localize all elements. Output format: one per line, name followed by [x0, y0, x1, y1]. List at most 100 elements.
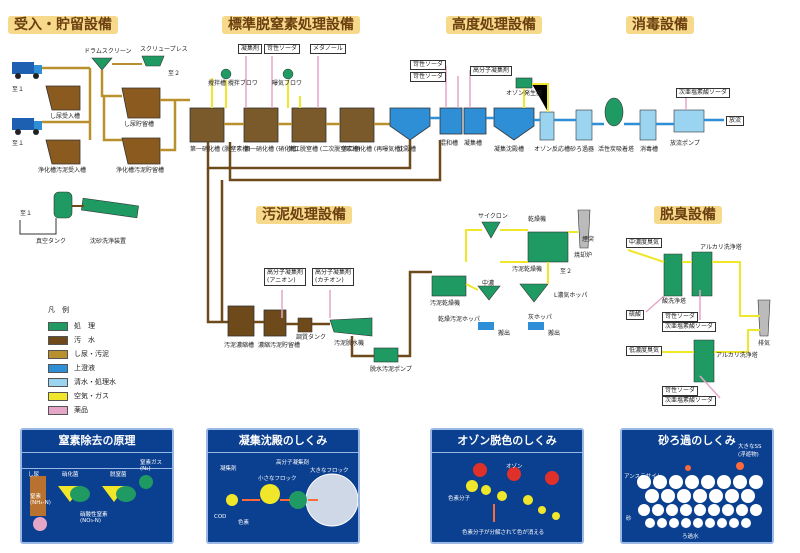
chimney [577, 209, 591, 249]
panel-coagulation: 凝集沈殿のしくみ 凝集剤 小さなフロック 高分子凝集剤 大きなフロック COD … [206, 428, 360, 544]
panel-label: 砂 [626, 516, 632, 522]
panel-label: COD [214, 514, 227, 520]
blower-icon [282, 68, 294, 80]
section-advanced: 高度処理設備 [446, 16, 542, 34]
label-raw-tank: し尿受入槽 [50, 113, 81, 120]
panel-label: し尿 [28, 472, 40, 478]
panel-ozone: オゾン脱色のしくみ 色素分子 オゾン 色素分子が分解されて色が消える [430, 428, 584, 544]
label-joka-tank: 浄化槽汚泥受入槽 [38, 167, 87, 174]
drum-screen [91, 57, 113, 71]
label-sand-washer: 沈砂洗浄装置 [90, 238, 127, 245]
label-drum-screen: ドラムスクリーン [84, 48, 132, 55]
section-deodor: 脱臭設備 [654, 206, 722, 224]
process-flow-diagram [12, 55, 771, 399]
alkali-wash-tower-2 [693, 339, 715, 383]
label-settle: 沈殿槽 [398, 146, 417, 153]
legend-title: 凡 例 [48, 306, 69, 314]
label-mix: 混和槽 [440, 140, 459, 147]
panel-sand-filter: 砂ろ過のしくみ 大きなSS (浮遊物) アンスラサイト 砂 ろ過水 [620, 428, 774, 544]
panel-label: 高分子凝集剤 [276, 460, 310, 466]
legend-label: 汚 水 [74, 336, 95, 344]
exhaust-stack [757, 299, 771, 337]
panel-label: 色素 [238, 520, 250, 526]
label-release: 放流ポンプ [670, 140, 700, 147]
chem-caustic2: 苛性ソーダ [662, 386, 699, 396]
label-ash: 焼却炉 [574, 252, 593, 259]
legend-label: 処 理 [74, 322, 95, 330]
label-to-2b: 至２ [560, 268, 573, 275]
panel-illustration [22, 452, 172, 531]
mix-tank [439, 107, 463, 135]
label-alk-wash2: アルカリ洗浄塔 [716, 352, 758, 359]
alkali-wash-tower [691, 251, 713, 297]
label-cake-pump: 脱水汚泥ポンプ [370, 366, 412, 373]
carbon-tower [604, 97, 624, 127]
panel-label: 小さなフロック [258, 476, 297, 482]
label-from-1c: 至１ [20, 210, 33, 217]
panel-label: オゾン [506, 464, 523, 470]
panel-label: 硝化菌 [62, 472, 79, 478]
chem-caustic1: 苛性ソーダ [662, 312, 699, 322]
chem-hypo2: 次亜塩素酸ソーダ [662, 396, 717, 406]
label-blower2: 曝気ブロワ [272, 80, 303, 87]
label-exhaust: 排気 [758, 340, 771, 347]
section-nitrogen: 標準脱窒素処理設備 [222, 16, 360, 34]
legend-swatch [48, 377, 68, 387]
ash-carrier [528, 322, 544, 330]
panel-label: 硝酸性窒素 (NO₃-N) [80, 512, 108, 524]
legend-item: し尿・汚泥 [48, 347, 116, 361]
label-cake-out2: 搬出 [548, 330, 561, 337]
legend-item: 薬品 [48, 403, 116, 417]
label-carbon: 活性炭吸着塔 [598, 146, 635, 153]
chem-cation: 高分子凝集剤 (カチオン) [312, 268, 355, 286]
label-acid-wash: 酸洗浄塔 [662, 298, 687, 305]
label-press: 汚泥乾燥機 [512, 266, 543, 273]
cake-carrier [478, 322, 494, 330]
conditioning-tank [297, 317, 313, 333]
legend: 凡 例 処 理 汚 水 し尿・汚泥 上澄液 清水・処理水 空気・ガス 薬品 [48, 305, 116, 417]
label-incin: 灰ホッパ [528, 314, 553, 321]
settling-tank [389, 107, 431, 141]
legend-swatch [48, 391, 68, 401]
legend-item: 清水・処理水 [48, 375, 116, 389]
chem-hypo: 次亜塩素酸ソーダ [676, 88, 731, 98]
blower-icon [220, 68, 232, 80]
label-sludge-conc: 汚泥濃縮槽 [224, 342, 255, 349]
label-kgas: L濃気ホッパ [554, 292, 588, 299]
chem-hypo1: 次亜塩素酸ソーダ [662, 322, 717, 332]
label-t4: 第二硝化槽 (再曝気槽) [342, 146, 403, 153]
label-cake-out: 搬出 [498, 330, 511, 337]
label-cake-hopper: 乾燥汚泥ホッパ [438, 316, 481, 323]
legend-item: 処 理 [48, 319, 116, 333]
legend-swatch [48, 321, 68, 331]
disinfect-tank [639, 109, 657, 141]
label-screw-press: スクリュープレス [140, 46, 188, 53]
chem-alkali: 苛性ソーダ [264, 44, 301, 54]
sand-washer [81, 197, 139, 219]
panel-label: 大きなSS (浮遊物) [738, 444, 762, 458]
panel-title: 凝集沈殿のしくみ [238, 434, 328, 447]
section-receiving: 受入・貯留設備 [8, 16, 118, 34]
joka-receiving-tank [45, 139, 81, 165]
label-dust: 中濃 [482, 280, 495, 287]
label-alk-wash: アルカリ洗浄塔 [700, 244, 742, 251]
panel-illustration [432, 452, 582, 522]
panel-label: ろ過水 [682, 534, 699, 540]
chem-pac: 凝集剤 [238, 44, 263, 54]
label-joka-storage: 浄化槽汚泥貯留槽 [116, 167, 165, 174]
dried-hopper [477, 285, 501, 301]
section-disinfection: 消毒設備 [626, 16, 694, 34]
panel-title: 窒素除去の原理 [58, 434, 136, 447]
section-sludge: 汚泥処理設備 [256, 206, 352, 224]
cyclone [481, 221, 501, 239]
raw-storage-tank [121, 87, 161, 119]
label-from-1b: 至１ [12, 140, 25, 147]
panel-label: 脱窒菌 [110, 472, 127, 478]
label-low-gas: 低濃度臭気 [626, 346, 663, 356]
label-vacuum-tank: 真空タンク [36, 238, 67, 245]
panel-label: 凝集剤 [220, 466, 237, 472]
label-disinfect: 消毒槽 [640, 146, 659, 153]
ozone-reactor [539, 111, 555, 141]
ash-hopper [519, 283, 549, 303]
label-cyclone: サイクロン [478, 213, 508, 220]
